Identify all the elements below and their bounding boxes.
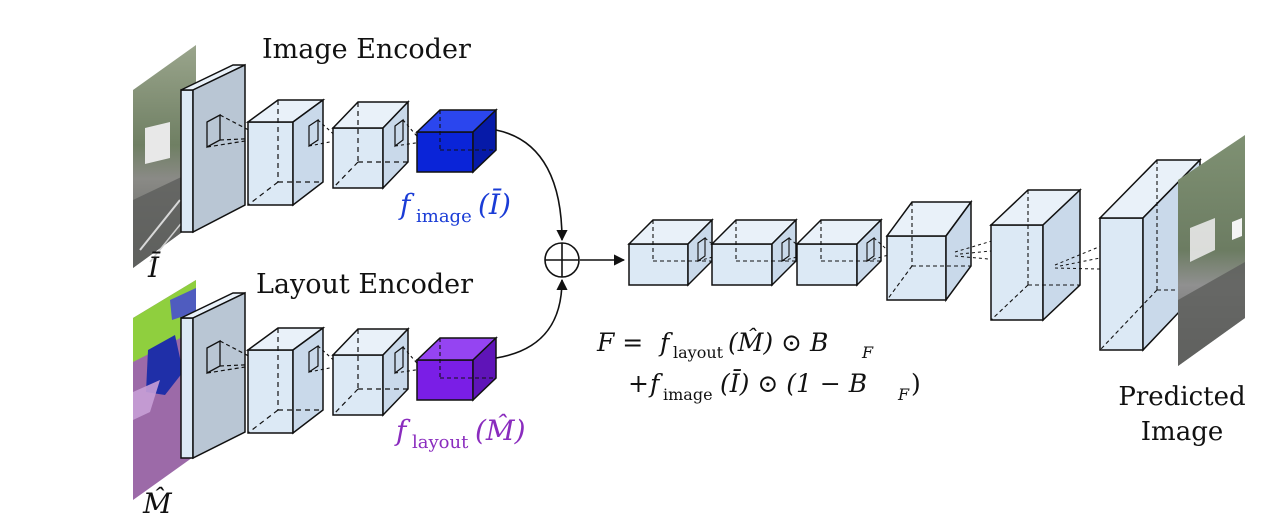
conv-block <box>245 326 341 435</box>
fusion-arrows <box>495 129 626 359</box>
image-feature-label: f image (Ī) <box>398 188 511 227</box>
layout-encoder-title: Layout Encoder <box>256 269 473 300</box>
output-plate <box>1098 158 1202 352</box>
formula-tail-sub: F <box>897 385 910 404</box>
conv-block <box>245 98 341 207</box>
predicted-image-thumbnail <box>1178 135 1245 366</box>
image-encoder-title: Image Encoder <box>262 34 471 65</box>
input-image-symbol: Ī <box>147 251 161 284</box>
image-feature-block <box>415 108 498 174</box>
fusion-node <box>544 242 580 278</box>
encoder-plate <box>180 63 265 234</box>
layout-feature-block <box>415 336 498 402</box>
decoder-block <box>989 188 1141 322</box>
decoder-block <box>710 218 809 287</box>
formula-close: ) <box>911 369 921 398</box>
output-label-line1: Predicted <box>1118 382 1245 412</box>
feature-sub: image <box>416 206 472 227</box>
feature-arg: (Ī) <box>478 188 511 221</box>
encoder-plate <box>180 291 265 460</box>
decoder <box>627 158 1202 352</box>
formula-arg: (Ī) ⊙ (1 − B <box>720 369 867 398</box>
conv-block <box>331 100 423 190</box>
image-encoder <box>180 63 498 234</box>
feature-sub: layout <box>412 432 469 453</box>
decoder-block <box>627 218 725 287</box>
formula-sub: layout <box>673 343 724 362</box>
formula-fn: f <box>648 369 663 398</box>
conv-block <box>331 327 423 417</box>
formula-tail-sub: F <box>861 343 874 362</box>
feature-fn: f <box>394 414 411 447</box>
formula-sub: image <box>663 385 713 404</box>
layout-feature-label: f layout (M̂) <box>394 414 526 453</box>
layout-input-symbol: M̂ <box>142 487 173 520</box>
formula-fn: f <box>658 328 673 357</box>
decoder-block <box>795 218 893 287</box>
formula-lead: + <box>628 369 649 398</box>
formula-lhs: F = <box>596 328 643 357</box>
masked-region <box>145 122 170 164</box>
feature-fn: f <box>398 188 415 221</box>
fusion-formula: F = f layout (M̂) ⊙ B F + f image (Ī) ⊙ … <box>596 328 921 404</box>
formula-arg: (M̂) ⊙ B <box>728 328 828 357</box>
layout-map-thumbnail <box>133 280 196 500</box>
output-label-line2: Image <box>1141 417 1223 447</box>
layout-encoder <box>180 291 498 460</box>
feature-arg: (M̂) <box>475 414 526 447</box>
